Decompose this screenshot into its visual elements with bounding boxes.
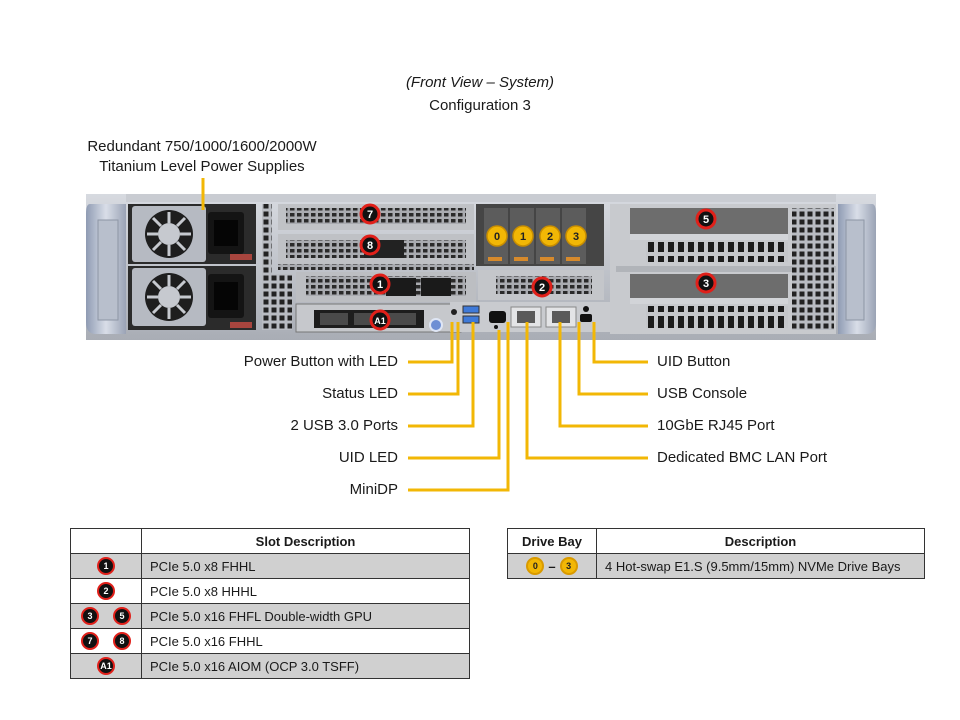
drive-badge-0: 0 (486, 225, 508, 247)
slot-description: PCIe 5.0 x16 AIOM (OCP 3.0 TSFF) (141, 653, 470, 679)
right-rack-handle (838, 204, 876, 334)
callout-uid-button: UID Button (657, 353, 731, 370)
drive-badges: 0–3 (507, 553, 597, 579)
callout-line-usb3 (408, 322, 475, 428)
drive-badge-1: 1 (512, 225, 534, 247)
view-title: (Front View – System) (405, 74, 555, 91)
svg-text:A1: A1 (374, 316, 386, 326)
callout-uid-led: UID LED (338, 449, 398, 466)
slot-badge-icon: 7 (81, 632, 99, 650)
svg-text:7: 7 (367, 209, 373, 221)
slot-table-header-desc: Slot Description (141, 528, 470, 554)
drive-table-header-desc: Description (596, 528, 925, 554)
callout-usb3-ports: 2 USB 3.0 Ports (290, 417, 398, 434)
left-rack-handle (86, 204, 126, 334)
power-supply-1 (128, 204, 256, 264)
slot-badge-3: 3 (695, 272, 717, 294)
usb-console-port (580, 314, 592, 322)
slot-badge-icon: 3 (81, 607, 99, 625)
callout-usb-console: USB Console (657, 385, 748, 402)
drive-badge-3: 3 (565, 225, 587, 247)
slot-table-row: A1 PCIe 5.0 x16 AIOM (OCP 3.0 TSFF) (70, 653, 470, 679)
callout-bmc-lan-port: Dedicated BMC LAN Port (657, 449, 828, 466)
psu-label-line1: Redundant 750/1000/1600/2000W (87, 138, 317, 155)
status-led (451, 309, 457, 315)
slot-badge-a1: A1 (369, 309, 391, 331)
svg-text:5: 5 (703, 214, 709, 226)
callout-line-status-led (408, 322, 460, 396)
svg-text:1: 1 (377, 279, 383, 291)
slot-table-header: Slot Description (70, 528, 470, 554)
slot-badge-1: 1 (369, 273, 391, 295)
drive-badge-icon: 3 (559, 557, 578, 575)
slot-badge-2: 2 (531, 276, 553, 298)
slot-table-row: 2 PCIe 5.0 x8 HHHL (70, 578, 470, 604)
slot-description: PCIe 5.0 x16 FHHL (141, 628, 470, 654)
drive-bay-table: Drive Bay Description 0–3 4 Hot-swap E1.… (507, 528, 925, 579)
callout-status-led: Status LED (322, 385, 398, 402)
minidp-port (489, 311, 506, 323)
slot-badges: 2 (70, 578, 142, 604)
usb-port-1 (462, 305, 480, 314)
drive-badge-icon: 0 (526, 557, 545, 575)
svg-text:3: 3 (573, 231, 579, 243)
slot-table-row: 1 PCIe 5.0 x8 FHHL (70, 553, 470, 579)
svg-text:2: 2 (539, 282, 545, 294)
psu-label: Redundant 750/1000/1600/2000W Titanium L… (62, 137, 342, 177)
slot-badge-icon: 5 (113, 607, 131, 625)
drive-table-header-bay: Drive Bay (507, 528, 597, 554)
slot-badge-5: 5 (695, 208, 717, 230)
svg-text:3: 3 (703, 278, 709, 290)
vent-grill-left (262, 204, 272, 330)
configuration-title: Configuration 3 (429, 97, 531, 114)
slot-description: PCIe 5.0 x8 FHHL (141, 553, 470, 579)
server-chassis-image: 7 8 1A1 2 5 3 0 1 2 3 (86, 194, 876, 340)
svg-text:8: 8 (367, 240, 373, 252)
callout-line-bmc-lan (525, 322, 648, 460)
slot-badge-icon: 8 (113, 632, 131, 650)
usb-port-2 (462, 315, 480, 324)
slot-badge-icon: 1 (97, 557, 115, 575)
callout-line-10gbe (558, 322, 648, 428)
slot-description-table: Slot Description 1 PCIe 5.0 x8 FHHL 2 PC… (70, 528, 470, 679)
psu-label-line2: Titanium Level Power Supplies (99, 158, 305, 175)
slot-description: PCIe 5.0 x8 HHHL (141, 578, 470, 604)
callout-line-uid-button (592, 322, 648, 364)
svg-text:1: 1 (520, 231, 526, 243)
drive-description: 4 Hot-swap E1.S (9.5mm/15mm) NVMe Drive … (596, 553, 925, 579)
callout-line-usb-console (577, 322, 648, 396)
slot-badge-8: 8 (359, 234, 381, 256)
callout-line-uid-led (408, 330, 501, 460)
slot-description: PCIe 5.0 x16 FHFL Double-width GPU (141, 603, 470, 629)
slot-badges: 1 (70, 553, 142, 579)
slot-badge-icon: A1 (97, 657, 115, 675)
callout-minidp: MiniDP (349, 481, 398, 498)
slot-badges: A1 (70, 653, 142, 679)
uid-led (494, 325, 498, 329)
callout-10gbe-port: 10GbE RJ45 Port (657, 417, 775, 434)
power-button (429, 318, 443, 332)
svg-text:2: 2 (547, 231, 553, 243)
power-supply-2 (128, 266, 256, 330)
range-dash: – (548, 558, 556, 574)
slot-badge-icon: 2 (97, 582, 115, 600)
vent-grill-lower (266, 274, 292, 330)
callout-line-minidp (408, 322, 510, 492)
vent-grill-right (792, 208, 834, 330)
svg-text:0: 0 (494, 231, 500, 243)
drive-table-header: Drive Bay Description (507, 528, 925, 554)
slot-table-header-icons (70, 528, 142, 554)
callout-power-button: Power Button with LED (243, 353, 398, 370)
slot-badge-7: 7 (359, 203, 381, 225)
callout-line-power-button (408, 322, 454, 364)
drive-badge-2: 2 (539, 225, 561, 247)
drive-table-row: 0–3 4 Hot-swap E1.S (9.5mm/15mm) NVMe Dr… (507, 553, 925, 579)
